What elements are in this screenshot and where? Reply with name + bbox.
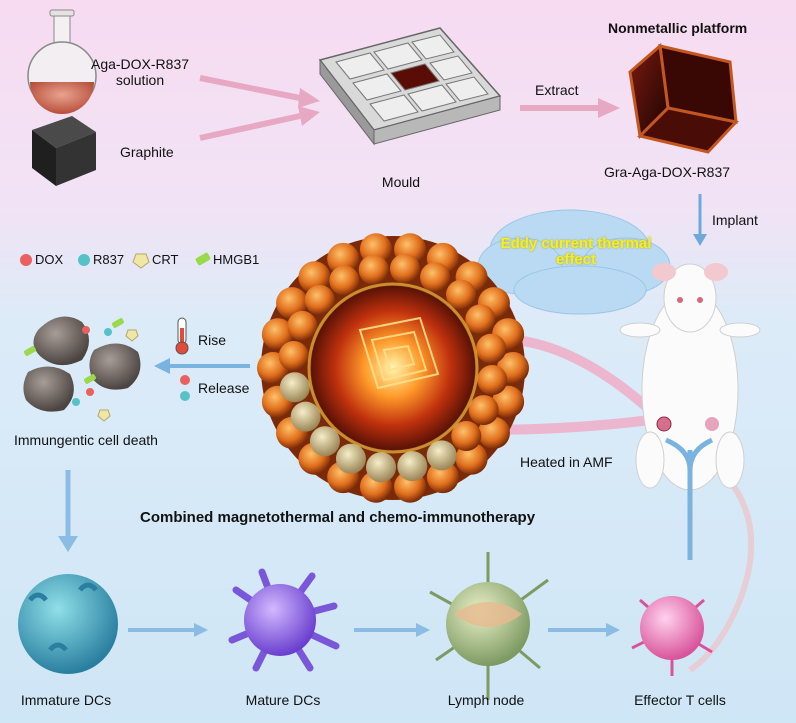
tumor-cell-bubble <box>327 242 360 275</box>
eddy-current-label: Eddy current thermal effect <box>500 235 652 268</box>
headline: Combined magnetothermal and chemo-immuno… <box>140 509 536 526</box>
legend-crt-label: CRT <box>152 252 179 267</box>
arrowhead-implant <box>693 234 707 246</box>
tumor-cell-bubble <box>420 262 451 293</box>
legend-crt-icon <box>132 253 150 269</box>
mature-dc-label: Mature DCs <box>245 692 321 708</box>
tumor-cell-bubble <box>465 304 496 335</box>
legend-hmgb1-icon <box>195 252 211 266</box>
tumor-cell-bubble <box>309 426 340 457</box>
release-label: Release <box>198 380 250 396</box>
effector-t-cell <box>631 596 713 676</box>
arrowhead-solution <box>298 88 320 108</box>
icd-label: Immungentic cell death <box>14 432 158 448</box>
tumor-cell-bubble <box>468 395 499 426</box>
tumor-site-left <box>656 416 672 432</box>
mould-icon <box>318 27 502 146</box>
platform-title: Nonmetallic platform <box>608 20 748 36</box>
effector-t-cell-label: Effector T cells <box>634 692 726 708</box>
thermometer-icon <box>175 317 189 355</box>
tumor-cell-bubble <box>426 440 457 471</box>
legend-r837-dot <box>78 254 90 266</box>
arrow-solution-to-mould <box>199 75 301 101</box>
flask-icon <box>27 9 97 114</box>
product-label: Gra-Aga-DOX-R837 <box>604 164 731 180</box>
tumor-cell-bubble <box>261 318 294 351</box>
tumor-cell-bubble <box>278 341 309 372</box>
r837-molecule-icon <box>180 391 190 401</box>
legend-hmgb1-label: HMGB1 <box>213 252 260 267</box>
legend-dox-label: DOX <box>35 252 64 267</box>
tumor-cell-bubble <box>389 253 420 284</box>
amf-label: Heated in AMF <box>520 454 613 470</box>
graphite-label: Graphite <box>120 144 174 160</box>
tumor-cell-bubble <box>446 279 477 310</box>
tumor-cell-bubble <box>304 284 335 315</box>
tumor-cell-bubble <box>492 385 525 418</box>
rise-label: Rise <box>198 332 227 348</box>
immature-dc-cell <box>18 574 118 674</box>
implant-label: Implant <box>712 212 758 228</box>
lymph-node-cell <box>429 552 549 700</box>
arrowhead-release <box>154 358 170 374</box>
lymph-node-label: Lymph node <box>447 692 525 708</box>
tumor-cell-bubble <box>287 310 318 341</box>
tumor-cell-bubble <box>477 364 508 395</box>
arrowhead-icd-down <box>58 536 78 552</box>
arrowhead-dc-1 <box>194 623 208 637</box>
tumor-cell-bubble <box>451 421 482 452</box>
arrow-graphite-to-mould <box>199 113 301 141</box>
tumor-cell-bubble <box>397 451 428 482</box>
immature-dc-label: Immature DCs <box>20 692 112 708</box>
arrowhead-graphite <box>298 106 320 126</box>
legend-r837-label: R837 <box>93 252 125 267</box>
arrow-tcells-right-branch <box>687 437 714 471</box>
eddy-cloud <box>477 209 671 315</box>
legend-dox-dot <box>20 254 32 266</box>
tumor-cell-bubble <box>366 452 397 483</box>
tumor-cell-bubble <box>476 333 507 364</box>
tumor-cell-bubble <box>335 443 366 474</box>
dying-cells-cluster <box>23 316 141 422</box>
mature-dc-cell <box>228 568 340 672</box>
solution-label: Aga-DOX-R837 solution <box>90 56 190 88</box>
tumor-cell-bubble <box>290 401 321 432</box>
dox-molecule-icon <box>180 375 190 385</box>
mould-label: Mould <box>381 174 421 190</box>
tumor-cell-bubble <box>358 254 389 285</box>
tumor-cell-bubble <box>329 265 360 296</box>
tumor-cell-bubble <box>279 372 310 403</box>
arrowhead-dc-3 <box>606 623 620 637</box>
product-cube-icon <box>628 43 739 154</box>
tumor-sphere <box>257 233 529 503</box>
arrowhead-dc-2 <box>416 623 430 637</box>
extract-label: Extract <box>535 82 579 98</box>
tumor-cell-bubble <box>426 461 459 494</box>
graphite-cube-icon <box>32 116 96 186</box>
arrowhead-extract <box>598 98 620 118</box>
